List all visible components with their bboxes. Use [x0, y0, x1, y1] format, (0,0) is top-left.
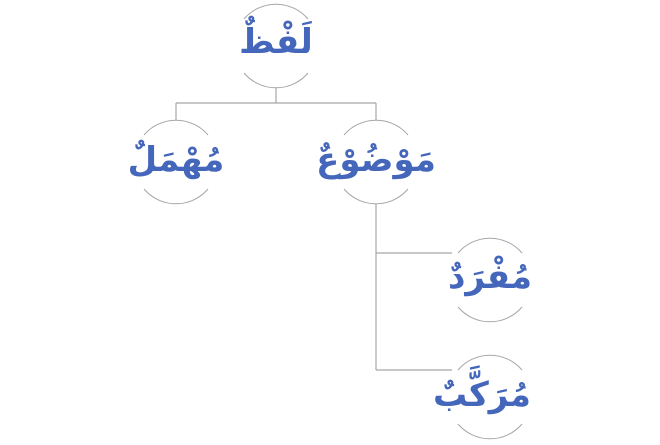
node-lafz-circle-bottom: [243, 72, 309, 89]
node-mufrad: مُفْرَدٌ: [447, 257, 533, 297]
node-mufrad-circle-top: [457, 237, 523, 254]
node-mawdu-circle-bottom: [343, 188, 409, 205]
node-mawdu-circle-top: [343, 119, 409, 136]
node-murakkab-circle-top: [457, 354, 523, 371]
node-mawdu: مَوْضُوْعٌ: [316, 140, 436, 180]
node-mufrad-circle-bottom: [457, 306, 523, 323]
node-mohmal: مُهْمَلٌ: [127, 140, 225, 180]
node-murakkab: مُرَكَّبٌ: [433, 375, 531, 415]
node-murakkab-circle-bottom: [457, 423, 523, 440]
node-lafz: لَفْظٌ: [239, 22, 313, 62]
node-lafz-circle-top: [243, 3, 309, 20]
node-mohmal-circle-bottom: [143, 188, 209, 205]
node-mohmal-circle-top: [143, 119, 209, 136]
